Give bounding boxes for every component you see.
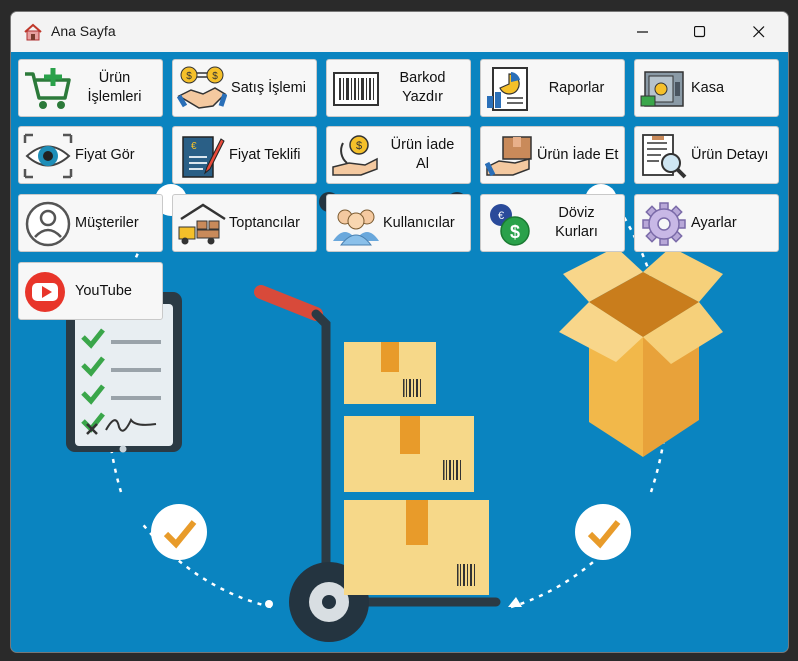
currency-exchange-icon: € $ xyxy=(490,204,530,246)
svg-text:€: € xyxy=(191,141,197,152)
tile-label: Toptancılar xyxy=(229,214,300,231)
tile-label: YouTube xyxy=(75,282,132,299)
tile-label: Fiyat Gör xyxy=(75,146,135,163)
tile-urun-islemleri[interactable]: Ürün İşlemleri xyxy=(18,59,163,117)
tile-toptancilar[interactable]: Toptancılar xyxy=(172,194,317,252)
tile-label: Ürün İade Et xyxy=(537,146,619,163)
dashboard-area: Ürün İşlemleri $ $ Satış İşlemi Barkod Y… xyxy=(11,52,788,652)
handshake-coins-icon: $ $ xyxy=(177,66,227,109)
tile-label: Döviz Kurları xyxy=(555,205,598,240)
maximize-button[interactable] xyxy=(671,12,729,52)
tile-fiyat-gor[interactable]: Fiyat Gör xyxy=(18,126,163,184)
svg-text:€: € xyxy=(498,210,504,222)
users-icon xyxy=(333,209,379,246)
tile-label: Fiyat Teklifi xyxy=(229,146,301,163)
tile-kullanicilar[interactable]: Kullanıcılar xyxy=(326,194,471,252)
close-icon xyxy=(753,26,765,38)
home-icon xyxy=(24,23,42,41)
tile-label: Kullanıcılar xyxy=(383,214,455,231)
eye-icon xyxy=(23,133,73,179)
youtube-icon xyxy=(25,272,65,312)
tile-raporlar[interactable]: Raporlar xyxy=(480,59,625,117)
gear-icon xyxy=(642,202,686,246)
title-bar: Ana Sayfa xyxy=(11,12,788,52)
svg-text:$: $ xyxy=(212,71,218,82)
svg-text:$: $ xyxy=(356,140,362,152)
quote-document-icon: € xyxy=(182,136,225,178)
minimize-icon xyxy=(637,31,648,33)
tile-label: Ayarlar xyxy=(691,214,737,231)
svg-text:$: $ xyxy=(186,71,192,82)
svg-text:$: $ xyxy=(510,222,520,242)
cart-add-icon xyxy=(25,68,71,109)
tile-kasa[interactable]: Kasa xyxy=(634,59,779,117)
tile-musteriler[interactable]: Müşteriler xyxy=(18,194,163,252)
window-title: Ana Sayfa xyxy=(51,23,116,39)
box-return-icon xyxy=(485,136,532,177)
tile-label: Raporlar xyxy=(548,79,605,96)
tile-urun-iade-al[interactable]: $ Ürün İade Al xyxy=(326,126,471,184)
tile-label: Kasa xyxy=(691,79,725,96)
tile-label: Ürün Detayı xyxy=(691,146,769,163)
tile-label: Barkod Yazdır xyxy=(399,70,446,105)
tile-barkod-yazdir[interactable]: Barkod Yazdır xyxy=(326,59,471,117)
safe-icon xyxy=(640,71,684,107)
tile-fiyat-teklifi[interactable]: € Fiyat Teklifi xyxy=(172,126,317,184)
tile-label: Satış İşlemi xyxy=(231,79,306,96)
tile-youtube[interactable]: YouTube xyxy=(18,262,163,320)
barcode-icon xyxy=(333,72,379,106)
close-button[interactable] xyxy=(730,12,788,52)
money-return-icon: $ xyxy=(332,135,378,176)
tile-label: Müşteriler xyxy=(75,214,139,231)
tile-label: Ürün İşlemleri xyxy=(87,70,142,105)
tile-urun-iade-et[interactable]: Ürün İade Et xyxy=(480,126,625,184)
tile-doviz-kurlari[interactable]: € $ Döviz Kurları xyxy=(480,194,625,252)
main-window: Ana Sayfa xyxy=(10,11,789,653)
minimize-button[interactable] xyxy=(614,12,672,52)
tile-urun-detayi[interactable]: Ürün Detayı xyxy=(634,126,779,184)
document-search-icon xyxy=(642,134,687,179)
tile-label: Ürün İade Al xyxy=(390,137,455,172)
maximize-icon xyxy=(694,26,706,38)
user-icon xyxy=(25,201,71,247)
report-chart-icon xyxy=(487,67,528,111)
truck-boxes-icon xyxy=(178,203,226,245)
tile-ayarlar[interactable]: Ayarlar xyxy=(634,194,779,252)
tile-satis-islemi[interactable]: $ $ Satış İşlemi xyxy=(172,59,317,117)
